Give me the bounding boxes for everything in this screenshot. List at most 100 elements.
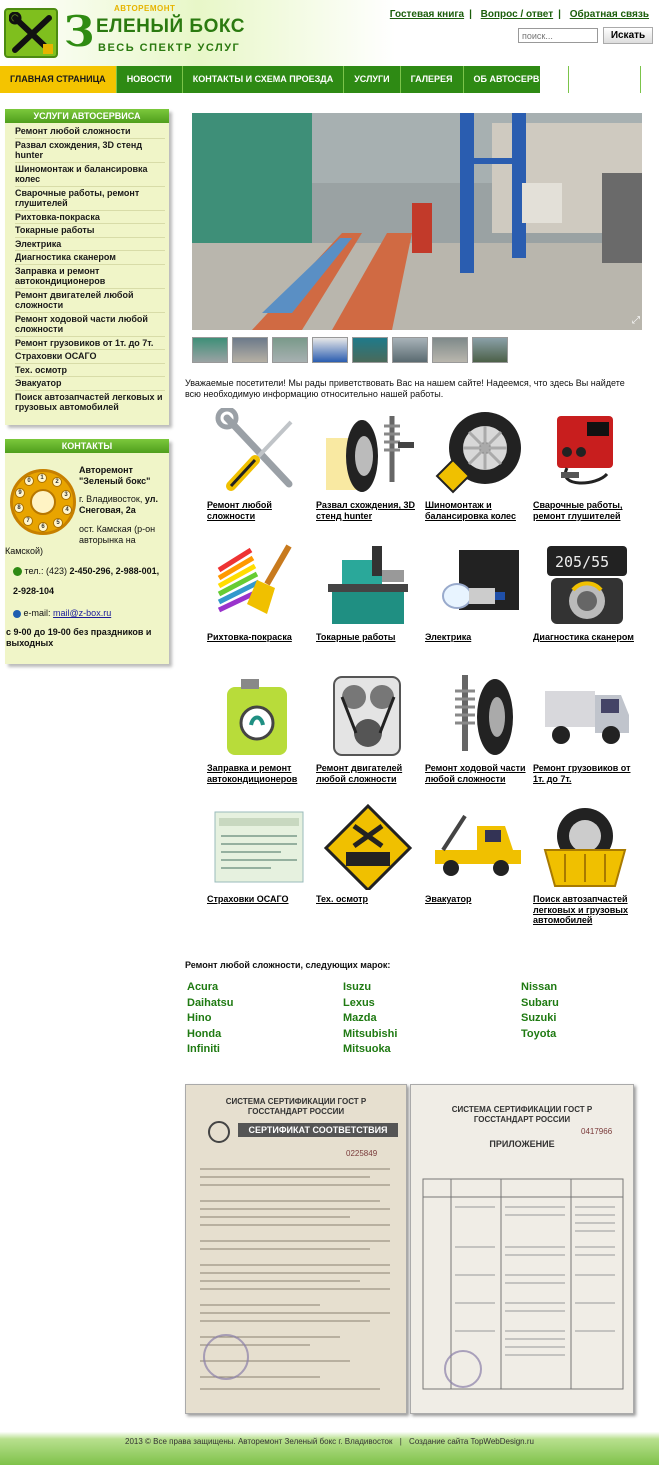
sidebar-item-tow[interactable]: Эвакуатор xyxy=(15,377,165,391)
sidebar-item-suspension[interactable]: Ремонт ходовой части любой сложности xyxy=(15,313,165,337)
top-links: Гостевая книга| Вопрос / ответ| Обратная… xyxy=(389,9,649,20)
service-tile-tires[interactable]: Шиномонтаж и балансировка колес xyxy=(425,408,529,521)
svg-text:⤢: ⤢ xyxy=(632,315,640,326)
service-tile-trucks[interactable]: Ремонт грузовиков от 1т. до 7т. xyxy=(533,671,637,784)
thumbnail[interactable] xyxy=(472,337,508,363)
logo-top-line: АВТОРЕМОНТ xyxy=(114,4,176,13)
service-label[interactable]: Электрика xyxy=(425,632,472,642)
developer-credit-link[interactable]: Создание сайта TopWebDesign.ru xyxy=(409,1437,534,1446)
service-tile-diagnostics[interactable]: 205/55 Диагностика сканером xyxy=(533,540,637,643)
thumbnail[interactable] xyxy=(392,337,428,363)
rotary-phone-icon: 1 2 3 4 5 6 7 8 9 0 xyxy=(10,469,76,535)
thumbnail[interactable] xyxy=(432,337,468,363)
address-city: г. Владивосток, xyxy=(79,494,143,504)
logo-tools-icon[interactable] xyxy=(4,8,58,58)
cert-number: 0225849 xyxy=(346,1149,378,1158)
service-tile-turning[interactable]: Токарные работы xyxy=(316,540,420,643)
main-nav: ГЛАВНАЯ СТРАНИЦА НОВОСТИ КОНТАКТЫ И СХЕМ… xyxy=(0,66,641,93)
welding-machine-icon xyxy=(557,416,613,485)
sidebar-item-repair[interactable]: Ремонт любой сложности xyxy=(15,125,165,139)
service-label[interactable]: Шиномонтаж и балансировка колес xyxy=(425,500,516,521)
service-tile-aircon[interactable]: Заправка и ремонт автокондиционеров xyxy=(207,671,311,784)
service-label[interactable]: Сварочные работы, ремонт глушителей xyxy=(533,500,623,521)
faq-link[interactable]: Вопрос / ответ xyxy=(480,9,554,20)
service-label[interactable]: Ремонт ходовой части любой сложности xyxy=(425,763,526,784)
brand-item: Mitsuoka xyxy=(343,1043,391,1055)
sidebar-item-alignment[interactable]: Развал схождения, 3D стенд hunter xyxy=(15,139,165,163)
sidebar-item-insurance[interactable]: Страховки ОСАГО xyxy=(15,350,165,364)
nav-contacts[interactable]: КОНТАКТЫ И СХЕМА ПРОЕЗДА xyxy=(183,66,345,93)
sidebar-item-parts[interactable]: Поиск автозапчастей легковых и грузовых … xyxy=(15,391,163,413)
brand-item: Suzuki xyxy=(521,1012,557,1024)
sidebar-item-welding[interactable]: Сварочные работы, ремонт глушителей xyxy=(15,187,165,211)
service-label[interactable]: Ремонт двигателей любой сложности xyxy=(316,763,403,784)
nav-vacancies[interactable]: ВАКАНСИИ xyxy=(569,66,641,93)
nav-services[interactable]: УСЛУГИ xyxy=(344,66,401,93)
service-label[interactable]: Токарные работы xyxy=(316,632,396,642)
brand-item: Isuzu xyxy=(343,981,372,993)
service-tile-welding[interactable]: Сварочные работы, ремонт глушителей xyxy=(533,408,637,521)
service-tile-insurance[interactable]: Страховки ОСАГО xyxy=(207,802,311,905)
service-label[interactable]: Тех. осмотр xyxy=(316,894,369,904)
search-input[interactable] xyxy=(518,28,598,43)
thumbnail[interactable] xyxy=(192,337,228,363)
service-tile-repair[interactable]: Ремонт любой сложности xyxy=(207,406,311,521)
thumbnail[interactable] xyxy=(232,337,268,363)
service-label[interactable]: Заправка и ремонт автокондиционеров xyxy=(207,763,298,784)
service-label[interactable]: Диагностика сканером xyxy=(533,632,634,642)
service-tile-inspection[interactable]: Тех. осмотр xyxy=(316,802,420,905)
sidebar-item-electrics[interactable]: Электрика xyxy=(15,238,165,251)
insurance-policy-icon xyxy=(214,811,304,883)
site-logo[interactable]: АВТОРЕМОНТ З ЕЛЕНЫЙ БОКС ВЕСЬ СПЕКТР УСЛ… xyxy=(64,4,254,60)
service-tile-suspension[interactable]: Ремонт ходовой части любой сложности xyxy=(425,671,529,784)
nav-home[interactable]: ГЛАВНАЯ СТРАНИЦА xyxy=(0,66,117,93)
nav-gallery[interactable]: ГАЛЕРЕЯ xyxy=(401,66,464,93)
phone-numbers[interactable]: 2-450-296, 2-988-001, xyxy=(69,566,160,576)
service-label[interactable]: Развал схождения, 3D стенд hunter xyxy=(316,500,415,521)
sidebar-item-trucks[interactable]: Ремонт грузовиков от 1т. до 7т. xyxy=(15,337,165,350)
sidebar-item-bodywork[interactable]: Рихтовка-покраска xyxy=(15,211,165,224)
coolant-canister-icon xyxy=(227,679,287,755)
service-label[interactable]: Ремонт грузовиков от 1т. до 7т. xyxy=(533,763,631,784)
thumbnail[interactable] xyxy=(352,337,388,363)
service-label[interactable]: Рихтовка-покраска xyxy=(207,632,292,642)
phone-numbers-2[interactable]: 2-928-104 xyxy=(13,586,55,596)
service-tile-alignment[interactable]: Развал схождения, 3D стенд hunter xyxy=(316,408,420,521)
certificate-appendix[interactable]: СИСТЕМА СЕРТИФИКАЦИИ ГОСТ Р ГОССТАНДАРТ … xyxy=(410,1084,634,1414)
parts-basket-icon xyxy=(543,808,627,887)
nav-about[interactable]: ОБ АВТОСЕРВИСЕ xyxy=(464,66,570,93)
service-tile-bodywork[interactable]: Рихтовка-покраска xyxy=(207,540,311,643)
thumbnail[interactable] xyxy=(312,337,348,363)
feedback-link[interactable]: Обратная связь xyxy=(569,9,649,20)
bus-stop-line3: Камской) xyxy=(5,546,44,556)
search-button[interactable]: Искать xyxy=(603,27,653,44)
service-tile-tow[interactable]: Эвакуатор xyxy=(425,802,529,905)
sidebar-item-aircon[interactable]: Заправка и ремонт автокондиционеров xyxy=(15,265,165,289)
tire-icon xyxy=(435,412,521,494)
cert-body-text xyxy=(200,1168,390,1390)
guestbook-link[interactable]: Гостевая книга xyxy=(389,9,465,20)
garage-photo-slider[interactable]: ⤢ xyxy=(192,113,642,330)
sidebar-item-engine[interactable]: Ремонт двигателей любой сложности xyxy=(15,289,165,313)
sidebar-item-turning[interactable]: Токарные работы xyxy=(15,224,165,238)
service-label[interactable]: Страховки ОСАГО xyxy=(207,894,289,904)
company-name-line2: "Зеленый бокс" xyxy=(79,476,151,486)
brand-item: Honda xyxy=(187,1028,222,1040)
wrench-screwdriver-icon xyxy=(9,12,53,54)
thumbnail[interactable] xyxy=(272,337,308,363)
service-label[interactable]: Поиск автозапчастей легковых и грузовых … xyxy=(533,894,628,925)
service-tile-electrics[interactable]: Электрика xyxy=(425,540,529,643)
copyright-text: 2013 © Все права защищены. Авторемонт Зе… xyxy=(125,1437,393,1446)
nav-news[interactable]: НОВОСТИ xyxy=(117,66,183,93)
service-label[interactable]: Ремонт любой сложности xyxy=(207,500,272,521)
email-link[interactable]: mail@z-box.ru xyxy=(53,608,112,618)
brand-item: Lexus xyxy=(343,997,375,1009)
service-tile-parts[interactable]: Поиск автозапчастей легковых и грузовых … xyxy=(533,802,637,926)
sidebar-item-tires[interactable]: Шиномонтаж и балансировка колес xyxy=(15,163,165,187)
email-icon xyxy=(13,609,21,618)
certificate-conformity[interactable]: СИСТЕМА СЕРТИФИКАЦИИ ГОСТ Р ГОССТАНДАРТ … xyxy=(185,1084,407,1414)
service-label[interactable]: Эвакуатор xyxy=(425,894,472,904)
sidebar-item-inspection[interactable]: Тех. осмотр xyxy=(15,364,165,377)
sidebar-item-diagnostics[interactable]: Диагностика сканером xyxy=(15,251,165,265)
service-tile-engine[interactable]: Ремонт двигателей любой сложности xyxy=(316,671,420,784)
